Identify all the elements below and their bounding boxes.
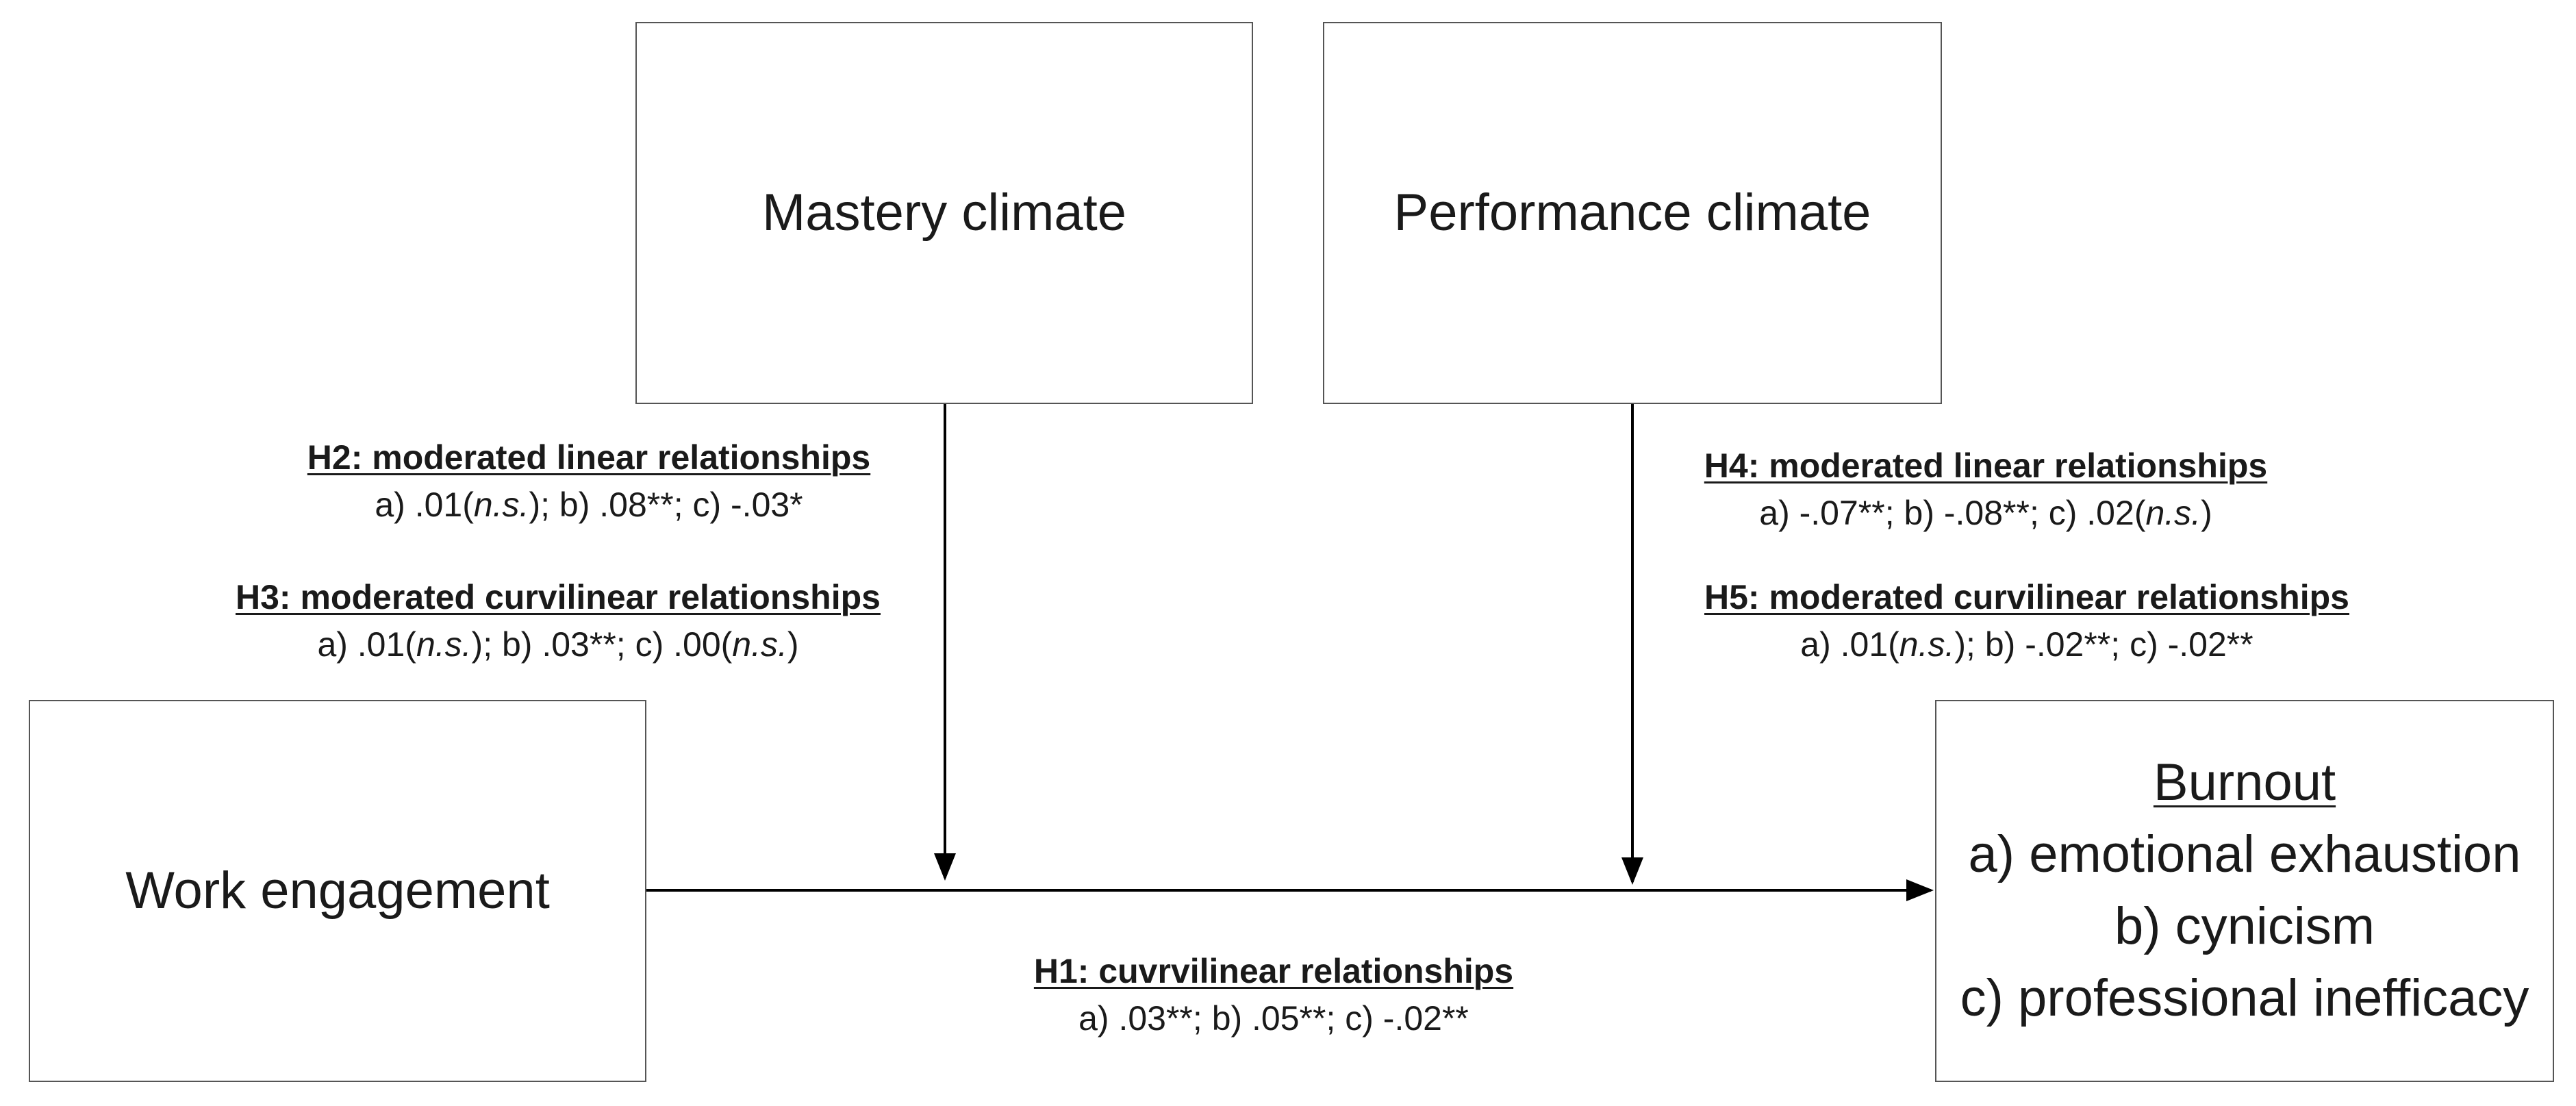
not-significant-mark: n.s. bbox=[732, 625, 787, 664]
hypothesis-h1: H1: cuvrvilinear relationships a) .03**;… bbox=[979, 949, 1568, 1044]
hypothesis-h3: H3: moderated curvilinear relationships … bbox=[226, 575, 890, 670]
coefficient-item: a) .01(n.s.); bbox=[375, 486, 559, 524]
coefficient-item: a) .03**; bbox=[1078, 999, 1212, 1038]
burnout-item: a) emotional exhaustion bbox=[1968, 825, 2521, 884]
hypothesis-title: H5: moderated curvilinear relationships bbox=[1704, 578, 2349, 616]
hypothesis-values: a) .01(n.s.); b) .08**; c) -.03* bbox=[294, 480, 883, 530]
not-significant-mark: n.s. bbox=[1899, 625, 1955, 664]
coefficient-item: b) -.08**; bbox=[1904, 494, 2049, 532]
coefficient-item: b) -.02**; bbox=[1984, 625, 2130, 664]
hypothesis-h5: H5: moderated curvilinear relationships … bbox=[1691, 575, 2362, 670]
coefficient-item: b) .03**; bbox=[502, 625, 635, 664]
not-significant-mark: n.s. bbox=[473, 486, 529, 524]
hypothesis-title: H3: moderated curvilinear relationships bbox=[236, 578, 881, 616]
not-significant-mark: n.s. bbox=[416, 625, 472, 664]
performance-climate-label: Performance climate bbox=[1393, 184, 1871, 242]
burnout-box: Burnout a) emotional exhaustion b) cynic… bbox=[1935, 700, 2554, 1082]
hypothesis-h4: H4: moderated linear relationships a) -.… bbox=[1691, 444, 2280, 538]
hypothesis-values: a) .03**; b) .05**; c) -.02** bbox=[979, 994, 1568, 1044]
hypothesis-values: a) .01(n.s.); b) -.02**; c) -.02** bbox=[1691, 620, 2362, 670]
coefficient-item: a) .01(n.s.); bbox=[317, 625, 502, 664]
burnout-item: c) professional inefficacy bbox=[1960, 968, 2529, 1027]
coefficient-item: c) .02(n.s.) bbox=[2048, 494, 2212, 532]
coefficient-item: c) -.03* bbox=[692, 486, 803, 524]
work-engagement-label: Work engagement bbox=[125, 862, 550, 920]
coefficient-item: c) -.02** bbox=[1345, 999, 1469, 1038]
performance-climate-box: Performance climate bbox=[1323, 22, 1942, 404]
work-engagement-box: Work engagement bbox=[29, 700, 646, 1082]
coefficient-item: c) -.02** bbox=[2130, 625, 2253, 664]
hypothesis-title: H4: moderated linear relationships bbox=[1704, 447, 2268, 485]
coefficient-item: a) .01(n.s.); bbox=[1800, 625, 1985, 664]
coefficient-item: b) .05**; bbox=[1211, 999, 1346, 1038]
mastery-climate-label: Mastery climate bbox=[761, 184, 1127, 242]
coefficient-item: c) .00(n.s.) bbox=[635, 625, 799, 664]
coefficient-item: b) .08**; bbox=[559, 486, 693, 524]
coefficient-item: a) -.07**; bbox=[1759, 494, 1904, 532]
burnout-item: b) cynicism bbox=[2114, 897, 2375, 955]
hypothesis-h2: H2: moderated linear relationships a) .0… bbox=[294, 436, 883, 530]
hypothesis-title: H2: moderated linear relationships bbox=[307, 438, 871, 477]
hypothesis-values: a) .01(n.s.); b) .03**; c) .00(n.s.) bbox=[226, 620, 890, 670]
not-significant-mark: n.s. bbox=[2145, 494, 2201, 532]
mastery-climate-box: Mastery climate bbox=[635, 22, 1253, 404]
burnout-title: Burnout bbox=[2153, 753, 2336, 812]
hypothesis-title: H1: cuvrvilinear relationships bbox=[1033, 952, 1514, 990]
hypothesis-values: a) -.07**; b) -.08**; c) .02(n.s.) bbox=[1691, 488, 2280, 538]
